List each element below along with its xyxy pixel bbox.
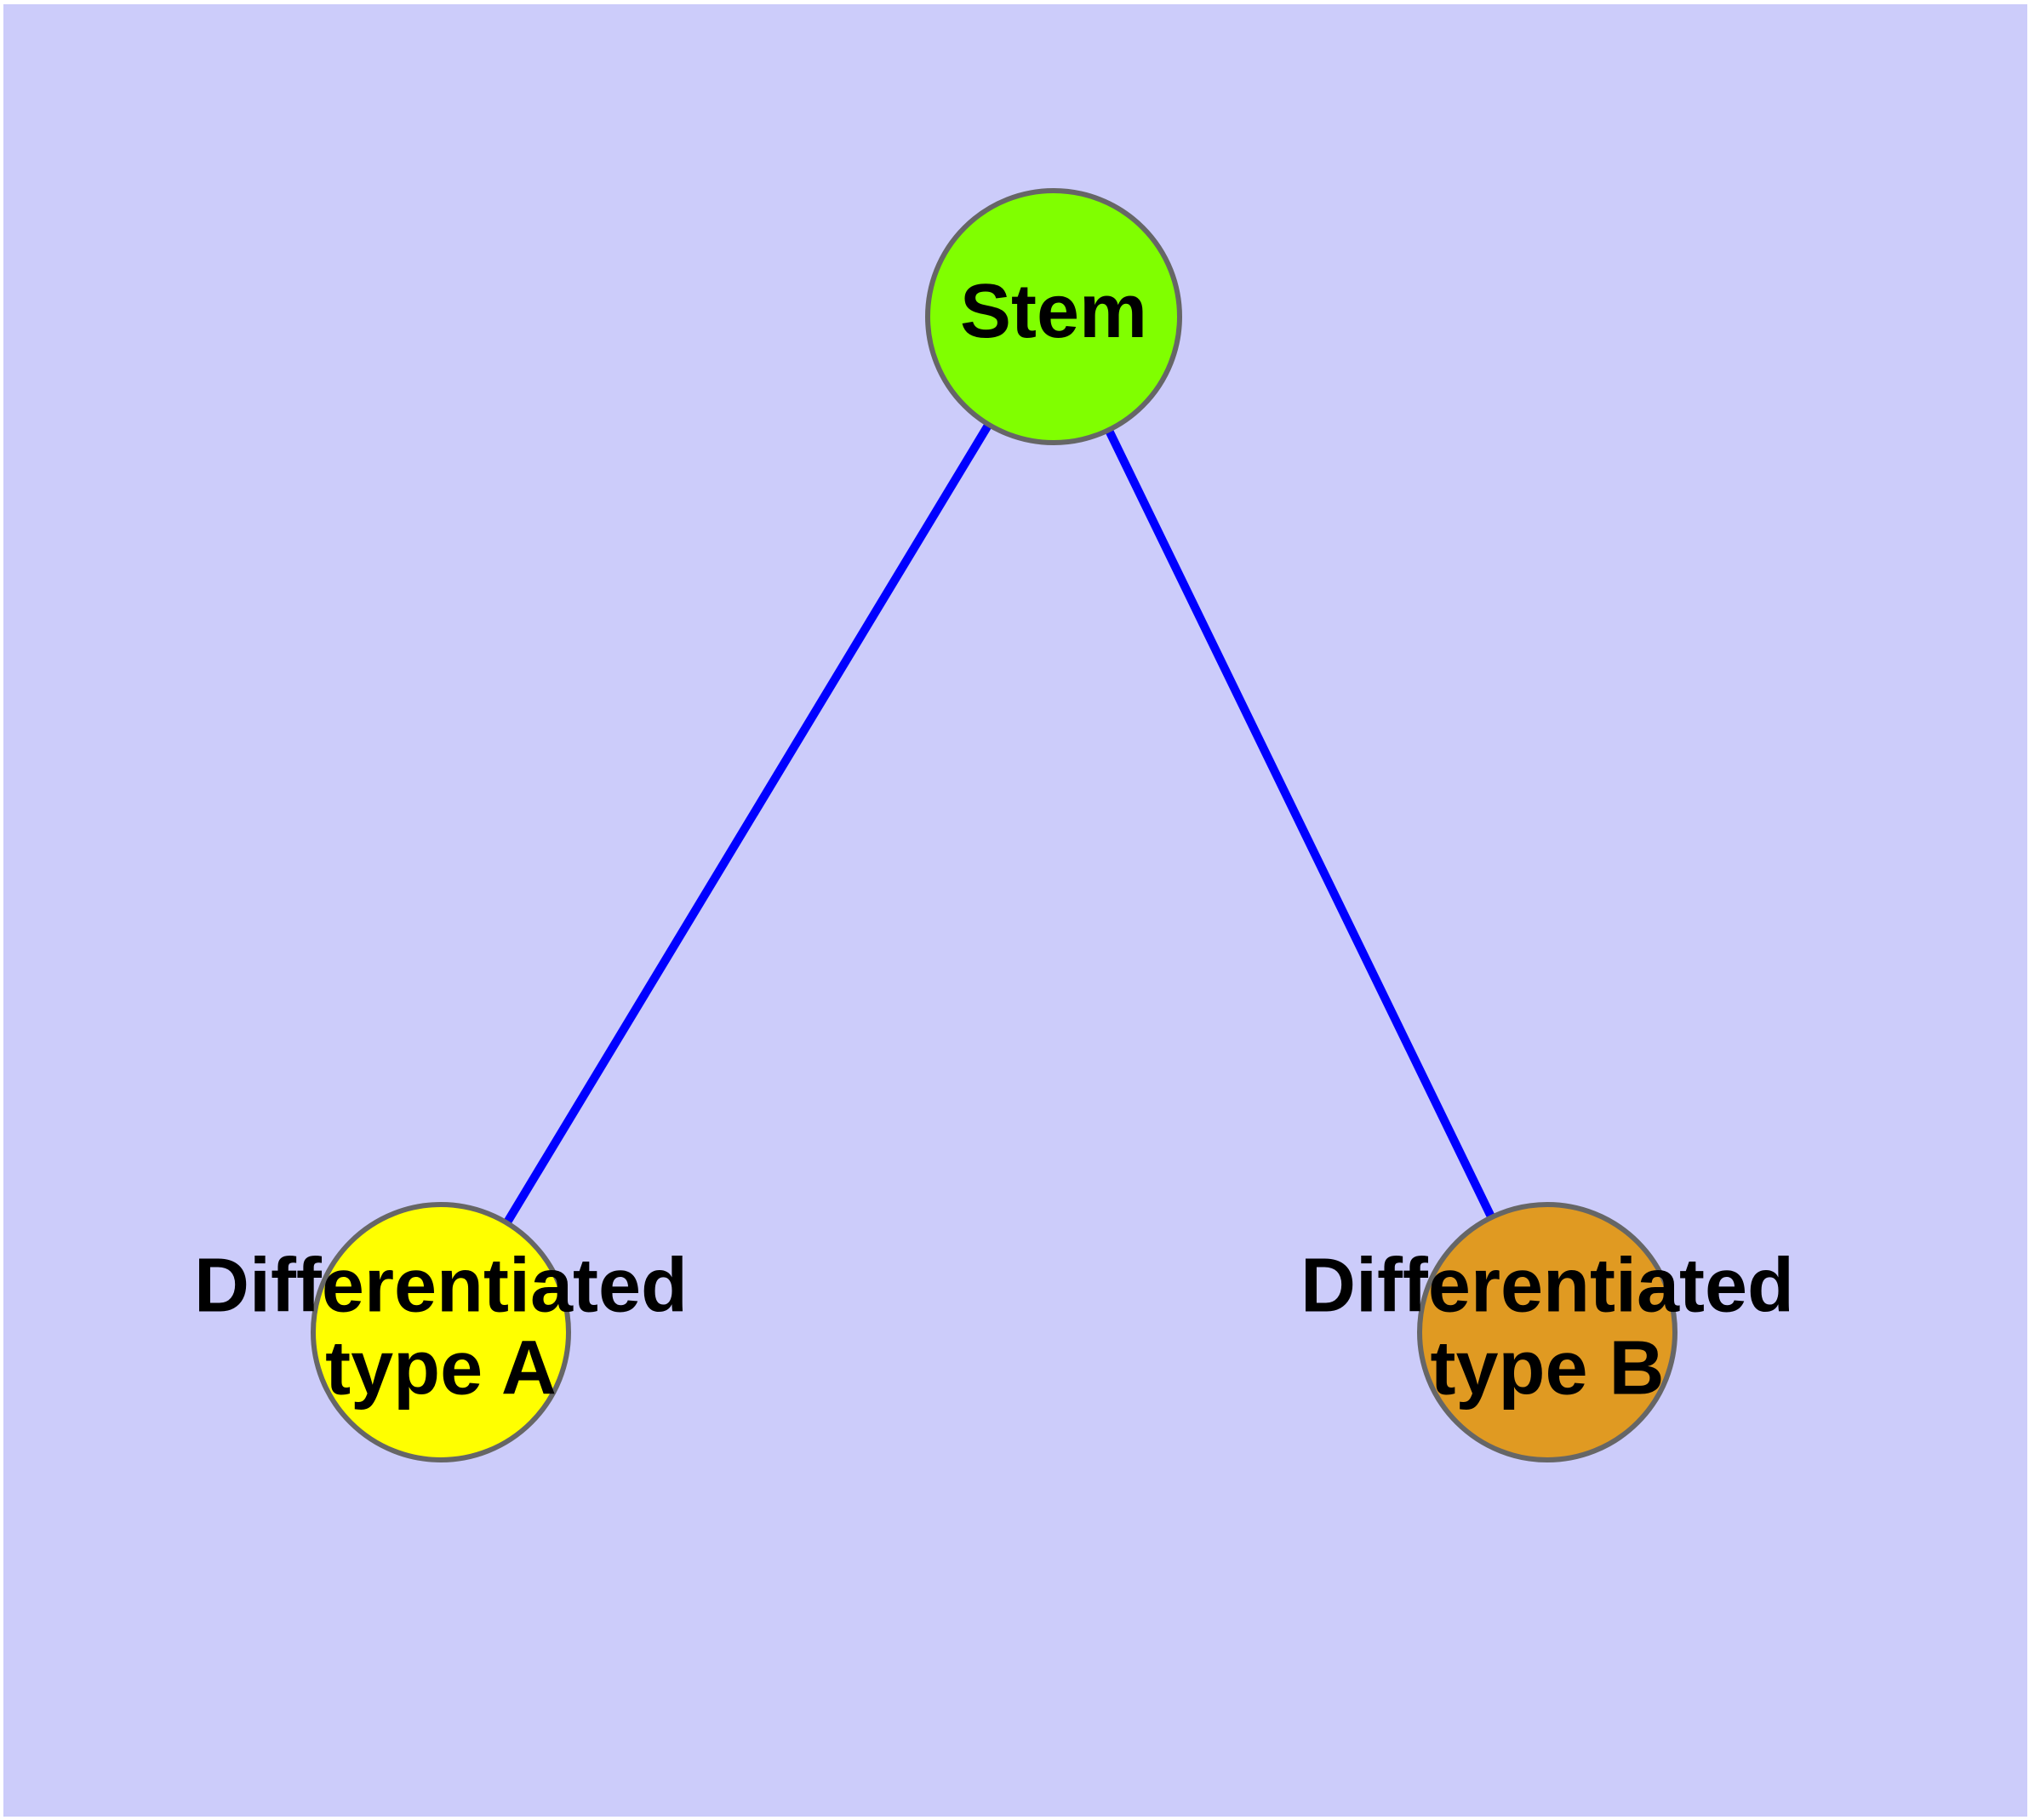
node-stem[interactable] (925, 188, 1182, 445)
node-differentiated-type-a-circle[interactable] (311, 1202, 571, 1462)
node-stem-label: Stem (960, 269, 1147, 354)
edge-layer (502, 415, 1496, 1227)
node-differentiated-type-a[interactable] (311, 1202, 571, 1462)
node-differentiated-type-b-circle[interactable] (1417, 1202, 1677, 1462)
edge-stem-to-differentiated-type-b[interactable] (1100, 420, 1496, 1222)
edge-stem-to-differentiated-type-a[interactable] (502, 415, 997, 1227)
node-stem-circle[interactable] (925, 188, 1182, 445)
node-layer (311, 188, 1677, 1462)
node-differentiated-type-b[interactable] (1417, 1202, 1677, 1462)
